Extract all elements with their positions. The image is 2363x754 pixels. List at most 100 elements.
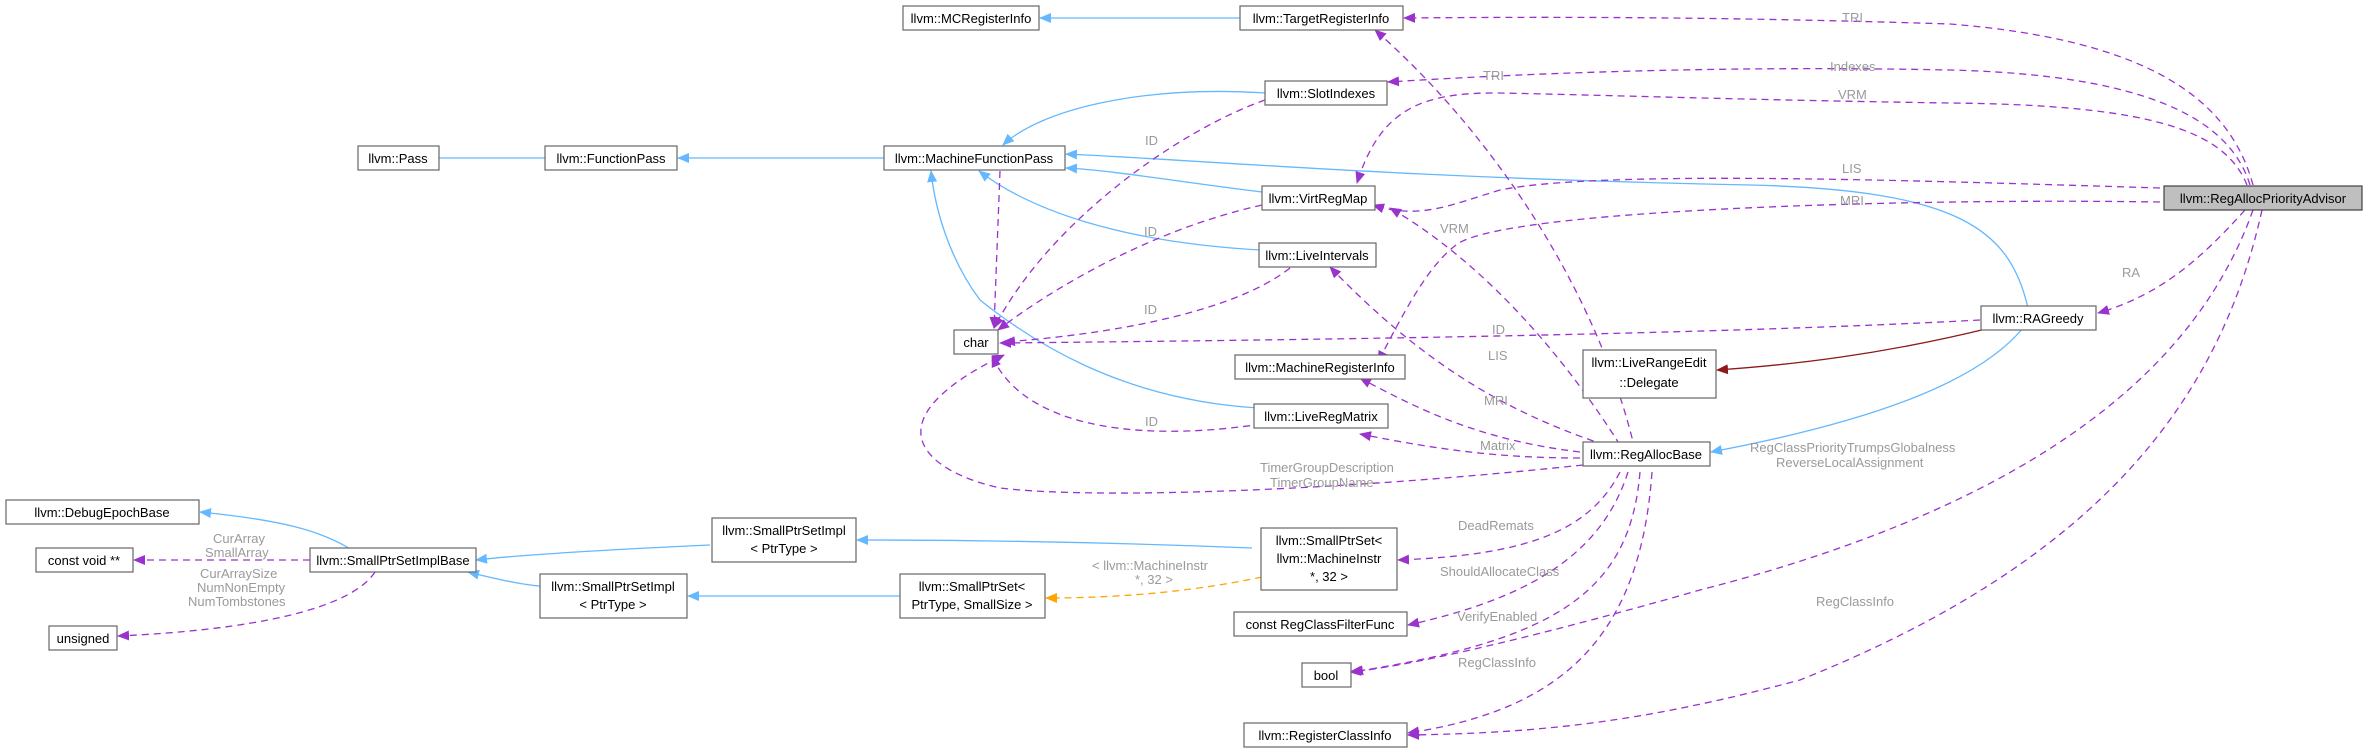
svg-text:llvm::Pass: llvm::Pass	[368, 151, 428, 166]
edges	[117, 12, 2263, 740]
edge-spsmi-spstmpl	[1045, 576, 1263, 603]
node-const-void-ptr-ptr[interactable]: const void **	[35, 547, 134, 573]
svg-text:*, 32 >: *, 32 >	[1310, 569, 1348, 584]
edge-label-verifyenabled: VerifyEnabled	[1457, 609, 1537, 624]
svg-text:llvm::DebugEpochBase: llvm::DebugEpochBase	[34, 505, 169, 520]
edge-label-regclasspriority-1: RegClassPriorityTrumpsGlobalness	[1750, 440, 1956, 455]
svg-text:const RegClassFilterFunc: const RegClassFilterFunc	[1246, 617, 1395, 632]
edge-label-id3: ID	[1144, 302, 1157, 317]
edge-slot-mfp	[1002, 90, 1266, 146]
edge-root-lis	[1372, 177, 2161, 214]
svg-text:llvm::LiveRegMatrix: llvm::LiveRegMatrix	[1264, 409, 1378, 424]
edge-label-id1: ID	[1145, 133, 1158, 148]
edge-spsitop-base	[475, 544, 711, 564]
edge-label-matrix: Matrix	[1480, 438, 1516, 453]
node-unsigned[interactable]: unsigned	[48, 625, 118, 651]
node-regallocpriorityadvisor[interactable]: llvm::RegAllocPriorityAdvisor	[2163, 185, 2363, 211]
edge-label-indexes: Indexes	[1830, 59, 1876, 74]
edge-label-timergroup-2: TimerGroupName	[1270, 475, 1374, 490]
node-liveintervals[interactable]: llvm::LiveIntervals	[1258, 242, 1377, 268]
edge-label-curarray-2: SmallArray	[205, 545, 269, 560]
node-machineregisterinfo[interactable]: llvm::MachineRegisterInfo	[1234, 354, 1406, 380]
node-regallocbase[interactable]: llvm::RegAllocBase	[1582, 441, 1711, 467]
svg-text:llvm::SmallPtrSetImpl: llvm::SmallPtrSetImpl	[722, 523, 846, 538]
node-debugepochbase[interactable]: llvm::DebugEpochBase	[5, 499, 200, 525]
edge-label-regclassinfo: RegClassInfo	[1816, 594, 1894, 609]
node-smallptrset-template[interactable]: llvm::SmallPtrSet< PtrType, SmallSize >	[899, 573, 1046, 619]
edge-labels: TRI Indexes TRI VRM LIS MRI VRM RA ID ID…	[188, 10, 2140, 670]
node-const-regclassfilterfunc[interactable]: const RegClassFilterFunc	[1233, 611, 1408, 637]
svg-text:llvm::TargetRegisterInfo: llvm::TargetRegisterInfo	[1253, 11, 1390, 26]
svg-text:::Delegate: ::Delegate	[1619, 375, 1678, 390]
node-virtregmap[interactable]: llvm::VirtRegMap	[1261, 185, 1376, 211]
svg-text:llvm::SmallPtrSetImplBase: llvm::SmallPtrSetImplBase	[316, 553, 469, 568]
svg-text:llvm::RegAllocBase: llvm::RegAllocBase	[1590, 447, 1702, 462]
edge-regallocbase-vrm	[1389, 207, 1621, 446]
edge-root-bool	[1349, 209, 2254, 676]
edge-label-id2: ID	[1144, 224, 1157, 239]
svg-text:llvm::RegAllocPriorityAdvisor: llvm::RegAllocPriorityAdvisor	[2180, 191, 2347, 206]
svg-text:llvm::LiveRangeEdit: llvm::LiveRangeEdit	[1592, 355, 1707, 370]
node-liverangeedit-delegate[interactable]: llvm::LiveRangeEdit ::Delegate	[1582, 349, 1717, 399]
edge-spsmi-spsitop	[856, 535, 1253, 549]
node-smallptrset-machineinstr[interactable]: llvm::SmallPtrSet< llvm::MachineInstr *,…	[1260, 527, 1398, 591]
edge-ragreedy-delegate	[1716, 327, 1991, 375]
edge-regallocbase-char	[920, 354, 1584, 494]
node-slotindexes[interactable]: llvm::SlotIndexes	[1264, 80, 1388, 106]
edge-regallocbase-matrix	[1359, 431, 1581, 459]
edge-regallocbase-regclassinfo	[1407, 471, 1653, 737]
svg-text:< PtrType >: < PtrType >	[579, 597, 646, 612]
svg-text:llvm::MCRegisterInfo: llvm::MCRegisterInfo	[911, 11, 1032, 26]
svg-text:llvm::RegisterClassInfo: llvm::RegisterClassInfo	[1259, 728, 1392, 743]
edge-mfp-id	[989, 170, 1001, 329]
edge-regmatrix-mfp	[927, 170, 1260, 409]
edge-root-indexes	[1387, 68, 2251, 186]
svg-text:llvm::FunctionPass: llvm::FunctionPass	[556, 151, 666, 166]
node-ragreedy[interactable]: llvm::RAGreedy	[1980, 305, 2097, 331]
node-machinefunctionpass[interactable]: llvm::MachineFunctionPass	[883, 145, 1066, 171]
svg-text:PtrType, SmallSize >: PtrType, SmallSize >	[911, 597, 1032, 612]
edge-live-mfp	[978, 170, 1261, 251]
svg-text:unsigned: unsigned	[57, 631, 110, 646]
svg-text:llvm::SmallPtrSet<: llvm::SmallPtrSet<	[1276, 533, 1383, 548]
node-functionpass[interactable]: llvm::FunctionPass	[544, 145, 678, 171]
edge-label-shouldallocateclass: ShouldAllocateClass	[1440, 564, 1560, 579]
node-bool[interactable]: bool	[1301, 662, 1352, 688]
node-mcregisterinfo[interactable]: llvm::MCRegisterInfo	[902, 5, 1040, 31]
svg-text:const void **: const void **	[48, 553, 120, 568]
svg-text:llvm::MachineRegisterInfo: llvm::MachineRegisterInfo	[1245, 360, 1395, 375]
svg-text:llvm::SlotIndexes: llvm::SlotIndexes	[1277, 86, 1376, 101]
edge-label-regclassinfo2: RegClassInfo	[1458, 655, 1536, 670]
edge-label-curarraysize-3: NumTombstones	[188, 594, 286, 609]
edge-label-id4: ID	[1492, 322, 1505, 337]
svg-text:llvm::LiveIntervals: llvm::LiveIntervals	[1265, 248, 1369, 263]
edge-label-mri2: MRI	[1484, 393, 1508, 408]
edge-label-curarraysize-1: CurArraySize	[200, 566, 277, 581]
node-pass[interactable]: llvm::Pass	[357, 145, 440, 171]
edge-regallocbase-deadremats	[1397, 471, 1621, 565]
edge-root-regclassinfo	[1407, 209, 2263, 740]
edge-label-curarray-1: CurArray	[213, 531, 266, 546]
edge-ragreedy-regallocbase	[1710, 327, 2024, 455]
edge-regallocbase-mri	[1359, 377, 1581, 453]
svg-text:llvm::RAGreedy: llvm::RAGreedy	[1992, 311, 2084, 326]
node-smallptrsetimplbase[interactable]: llvm::SmallPtrSetImplBase	[309, 547, 477, 573]
node-smallptrsetimpl-bottom[interactable]: llvm::SmallPtrSetImpl < PtrType >	[539, 573, 688, 619]
edge-regallocbase-lis	[1329, 266, 1606, 446]
edge-label-lis2: LIS	[1488, 348, 1508, 363]
edge-label-deadremats: DeadRemats	[1458, 518, 1534, 533]
node-smallptrsetimpl-top[interactable]: llvm::SmallPtrSetImpl < PtrType >	[711, 517, 857, 563]
edge-label-timergroup-1: TimerGroupDescription	[1260, 460, 1394, 475]
svg-text:llvm::SmallPtrSetImpl: llvm::SmallPtrSetImpl	[551, 579, 675, 594]
edge-label-vrm: VRM	[1838, 87, 1867, 102]
edge-label-machineinstr-1: < llvm::MachineInstr	[1092, 558, 1209, 573]
node-targetregisterinfo[interactable]: llvm::TargetRegisterInfo	[1239, 5, 1404, 31]
node-char[interactable]: char	[953, 329, 999, 355]
svg-text:char: char	[963, 335, 989, 350]
nodes: llvm::RegAllocPriorityAdvisor llvm::Targ…	[5, 5, 2363, 748]
edge-label-vrm2: VRM	[1440, 221, 1469, 236]
node-liveregmatrix[interactable]: llvm::LiveRegMatrix	[1253, 403, 1389, 429]
node-registerclassinfo[interactable]: llvm::RegisterClassInfo	[1243, 722, 1408, 748]
svg-text:llvm::MachineInstr: llvm::MachineInstr	[1277, 551, 1382, 566]
